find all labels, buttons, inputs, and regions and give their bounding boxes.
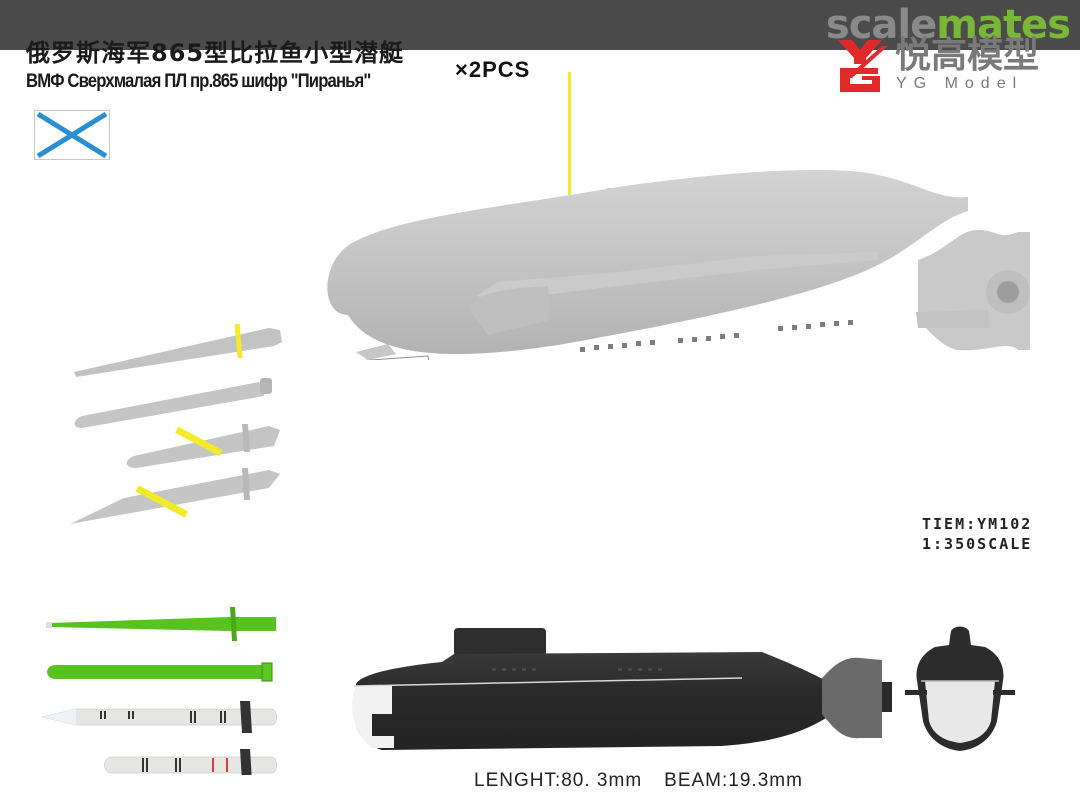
- submarine-front-view: [905, 626, 1015, 751]
- submarine-3d-render: [327, 72, 1030, 360]
- missile-long-3d: [70, 468, 280, 524]
- yg-emblem-icon: [838, 40, 888, 92]
- brand-name-cn: 悦高模型: [895, 35, 1040, 76]
- torpedo-long-3d: [74, 323, 282, 377]
- beam-label: BEAM:19.3mm: [664, 770, 803, 791]
- product-spec: TIEM:YM102 1:350SCALE: [922, 514, 1032, 554]
- submarine-side-profile: [352, 628, 892, 750]
- weapons-profile-group: [41, 607, 277, 775]
- weapons-3d-group: [70, 323, 282, 524]
- scalemates-logo[interactable]: scalemates: [826, 2, 1071, 48]
- logo-mates-text: mates: [936, 2, 1071, 48]
- title-russian: ВМФ Сверхмалая ПЛ пр.865 шифр "Пиранья": [26, 71, 371, 92]
- brand-name-en: YG Model: [896, 75, 1024, 92]
- missile-short-3d: [126, 424, 280, 468]
- yg-model-logo: 悦高模型 YG Model: [838, 35, 1048, 96]
- antenna-yellow: [568, 72, 571, 270]
- torpedo-round-3d: [74, 378, 272, 428]
- green-torpedo-round-profile: [47, 662, 273, 682]
- quantity-label: ×2PCS: [455, 57, 531, 82]
- white-missile-long-profile: [41, 701, 277, 733]
- white-missile-short-profile: [104, 749, 277, 775]
- dimensions: LENGHT:80. 3mm BEAM:19.3mm: [474, 770, 825, 792]
- title-chinese: 俄罗斯海军865型比拉鱼小型潜艇: [26, 39, 405, 67]
- watermark-bar: scalemates: [0, 0, 1080, 50]
- green-torpedo-long-profile: [46, 607, 276, 641]
- item-code: TIEM:YM102: [922, 515, 1033, 533]
- st-andrews-flag-icon: [34, 110, 110, 160]
- scale-label: 1:350SCALE: [922, 535, 1033, 553]
- length-label: LENGHT:80. 3mm: [474, 770, 643, 791]
